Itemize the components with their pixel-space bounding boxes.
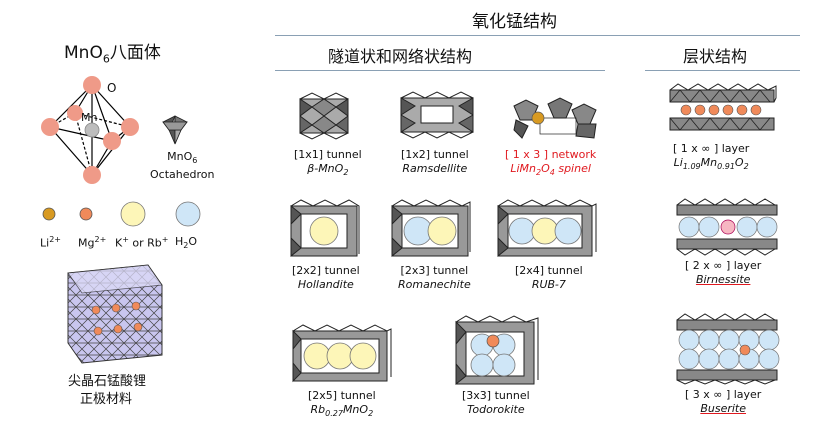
main-title-rule: [275, 35, 800, 36]
oxygen-label: O: [107, 81, 117, 95]
mno6-ball-model: [41, 76, 139, 184]
legend-li: Li2+: [40, 235, 61, 250]
layer-section-rule: [645, 70, 800, 71]
water-molecule: [492, 353, 516, 377]
water-molecule: [470, 353, 494, 377]
k-rb-ion: [349, 342, 377, 370]
mg-ion: [93, 326, 103, 336]
water-molecule: [678, 329, 700, 351]
tunnel-1x1-model: [299, 92, 349, 140]
layer-2-model: [676, 198, 778, 256]
tunnel-2x4-model: [497, 199, 597, 258]
oxygen-atom: [83, 76, 101, 94]
mg-ion: [91, 305, 101, 315]
water-molecule: [758, 329, 780, 351]
mg-ion: [680, 104, 692, 116]
mg-ion: [739, 344, 751, 356]
k-rb-ion: [427, 216, 457, 246]
water-molecule: [678, 216, 700, 238]
layer-1-model: [669, 83, 777, 131]
water-molecule: [756, 216, 778, 238]
tunnel-2x5-model: [292, 324, 392, 383]
mg-ion: [736, 104, 748, 116]
octahedron-title: MnO6八面体: [64, 43, 161, 66]
water-molecule: [718, 348, 740, 370]
mg-ion: [708, 104, 720, 116]
layer-3-model: [676, 313, 780, 385]
tunnel-2x2-model: [290, 199, 360, 258]
layer-section-title: 层状结构: [683, 47, 748, 66]
water-molecule: [698, 348, 720, 370]
water-molecule: [698, 329, 720, 351]
water-molecule: [698, 216, 720, 238]
network-1x3-model: [513, 97, 597, 139]
manganese-atom: [84, 122, 100, 138]
water-molecule: [554, 217, 582, 245]
mg-ion: [694, 104, 706, 116]
oxygen-atom: [67, 105, 83, 121]
main-title: 氧化锰结构: [472, 12, 557, 32]
legend-mg: Mg2+: [78, 235, 107, 250]
spinel-caption: 尖晶石锰酸锂正极材料: [68, 374, 147, 407]
tunnel-3x3-model: [455, 315, 539, 386]
mg-ion: [750, 104, 762, 116]
tunnel-section-title: 隧道状和网络状结构: [328, 47, 473, 66]
water-molecule: [736, 216, 758, 238]
manganese-label: Mn: [81, 111, 98, 124]
tunnel-2x3-model: [391, 199, 471, 258]
k-rb-ion: [531, 217, 559, 245]
mg-ion: [486, 334, 500, 348]
tunnel-section-rule: [275, 70, 605, 71]
li-ion-icon: [42, 207, 56, 221]
mg-ion: [722, 104, 734, 116]
oxygen-atom: [83, 166, 101, 184]
water-molecule: [718, 329, 740, 351]
oxygen-atom: [41, 118, 59, 136]
mg-ion: [113, 324, 123, 334]
legend-water: H2O: [175, 235, 198, 251]
mg-ion-icon: [79, 207, 93, 221]
k-rb-ion: [326, 342, 354, 370]
ion-legend-icons: [42, 201, 201, 227]
octahedron-icon: [162, 115, 188, 145]
k-rb-ion: [303, 342, 331, 370]
spinel-lattice-model: [67, 264, 163, 364]
tunnel-1x2-model: [400, 91, 474, 139]
mg-ion: [131, 301, 141, 311]
k-rb-ion: [309, 216, 339, 246]
water-icon: [175, 201, 201, 227]
k-rb-ion-icon: [120, 201, 146, 227]
mg-ion: [111, 303, 121, 313]
oxygen-atom: [121, 118, 139, 136]
mg-ion: [133, 322, 143, 332]
li-ion: [531, 111, 545, 125]
legend-k-rb: K+ or Rb+: [115, 235, 169, 250]
water-molecule: [508, 217, 536, 245]
water-molecule: [758, 348, 780, 370]
oxygen-atom: [103, 132, 121, 150]
water-molecule: [678, 348, 700, 370]
k-rb-ion: [720, 219, 736, 235]
